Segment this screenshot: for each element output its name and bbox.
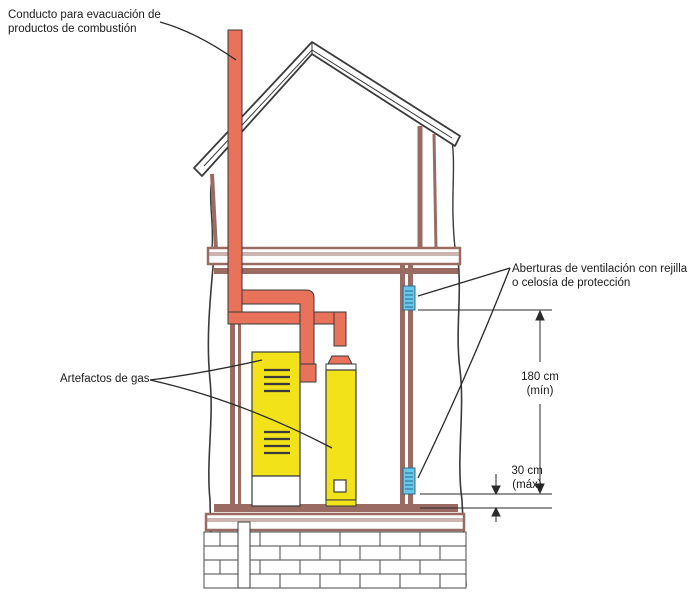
vent-leader-upper [417, 267, 511, 297]
wall-studs [230, 264, 413, 512]
lower-dimension-qualifier: (máx) [512, 479, 542, 491]
right-wall-outline [457, 257, 467, 587]
floor-structure [204, 504, 466, 532]
vent-leader-lower [417, 267, 511, 479]
flue-leader [159, 21, 237, 61]
top-plate [214, 268, 458, 274]
appliance-leader-heater [149, 379, 333, 449]
dimension-lines [418, 309, 552, 522]
vents-label-line1: Aberturas de ventilación con rejilla [512, 263, 688, 275]
attic-rafters [210, 126, 438, 251]
flue-chimney [227, 29, 243, 319]
appliances-label: Artefactos de gas [60, 373, 150, 385]
lower-dimension-value: 30 cm [511, 465, 543, 477]
flue-label-line1: Conducto para evacuación de [8, 9, 161, 21]
leader-lines [149, 21, 511, 479]
flue-vertical-foundation [237, 521, 251, 589]
water-heater-appliance [325, 355, 357, 507]
left-wall-outline [207, 255, 215, 589]
vent-grille-upper [402, 285, 416, 311]
vent-grille-lower [402, 467, 416, 495]
appliance-leader-furnace [149, 359, 263, 381]
flue-label-line2: productos de combustión [8, 23, 137, 35]
flue-horizontal [227, 311, 347, 325]
flue-system [227, 29, 347, 589]
upper-dimension-value: 180 cm [521, 371, 559, 383]
upper-dimension-qualifier: (mín) [526, 385, 554, 397]
vent-grille-icon [402, 285, 416, 311]
attic-wall-right [451, 139, 456, 249]
flue-drop-heater [333, 311, 347, 347]
furnace-appliance [251, 351, 317, 507]
vents-label-line2: o celosía de protección [512, 277, 631, 289]
